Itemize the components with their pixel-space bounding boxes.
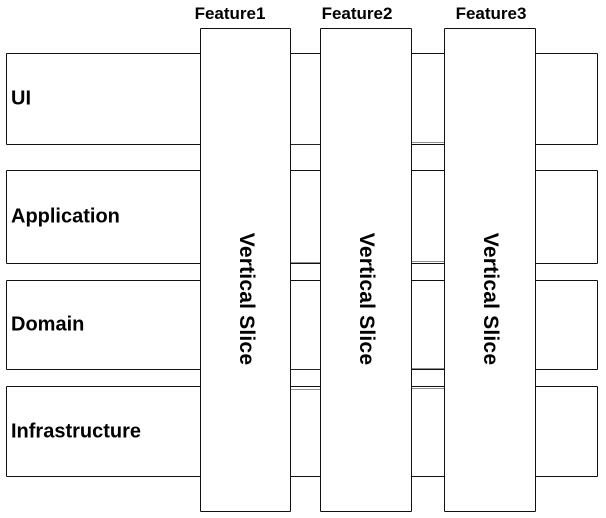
- layer-domain-label: Domain: [11, 313, 85, 336]
- sketch-line: [411, 142, 445, 143]
- sketch-line: [290, 144, 322, 145]
- vertical-slice-3: Vertical Slice: [444, 28, 536, 512]
- vertical-slice-2: Vertical Slice: [320, 28, 412, 512]
- layer-ui-label: UI: [11, 87, 31, 110]
- feature-1-label: Feature1: [194, 4, 266, 23]
- layer-application: Application: [6, 170, 598, 264]
- layer-application-label: Application: [11, 205, 120, 228]
- vertical-slice-1: Vertical Slice: [200, 28, 291, 512]
- sketch-line: [290, 369, 322, 370]
- layer-infrastructure-label: Infrastructure: [11, 420, 142, 442]
- sketch-line: [411, 388, 445, 389]
- vertical-slice-2-label: Vertical Slice: [355, 232, 378, 366]
- sketch-line: [290, 262, 322, 263]
- vertical-slice-3-label: Vertical Slice: [479, 232, 502, 366]
- vertical-slice-1-label: Vertical Slice: [234, 232, 258, 366]
- feature-3-label: Feature3: [455, 4, 527, 23]
- sketch-line: [411, 368, 445, 369]
- feature-2-label: Feature2: [321, 4, 393, 23]
- sketch-line: [411, 261, 445, 262]
- sketch-line: [290, 389, 322, 390]
- layer-infrastructure: Infrastructure: [6, 386, 598, 477]
